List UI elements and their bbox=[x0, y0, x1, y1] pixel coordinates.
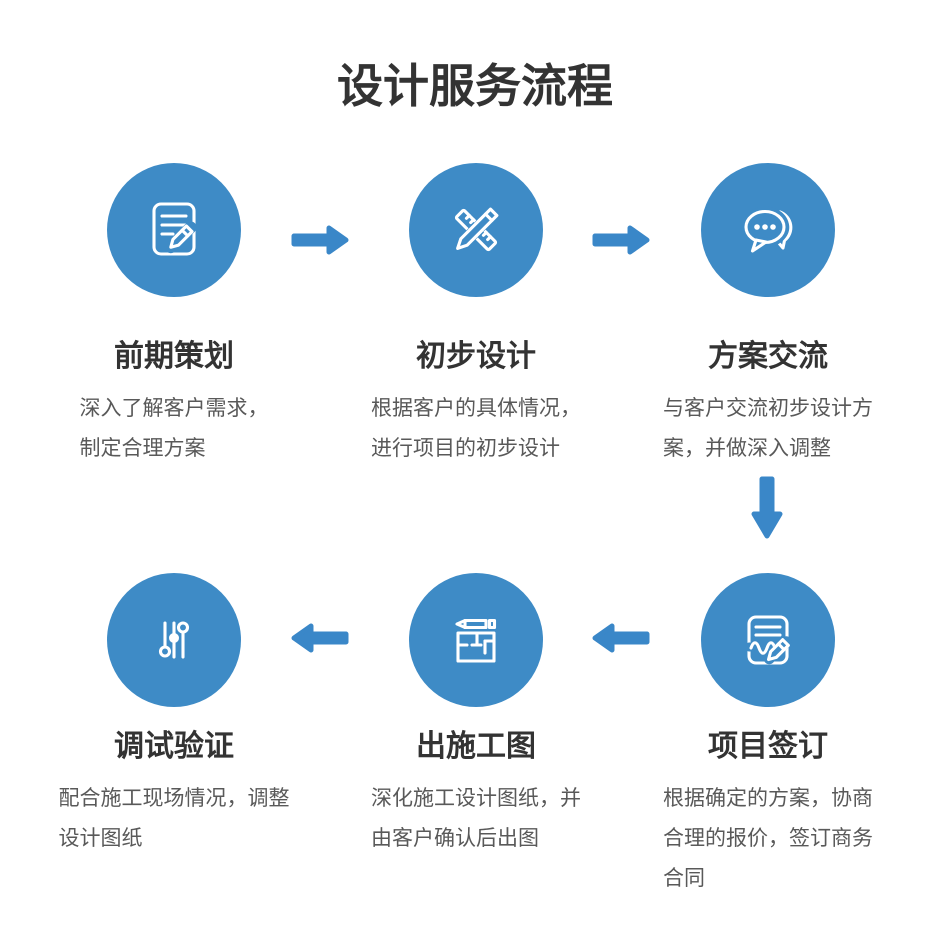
step-card-contract-signing: 项目签订 根据确定的方案，协商 合理的报价，签订商务 合同 bbox=[628, 573, 908, 899]
step-title: 调试验证 bbox=[114, 730, 234, 763]
step-description: 深化施工设计图纸，并 由客户确认后出图 bbox=[371, 787, 581, 850]
step-card-planning: 前期策划 深入了解客户需求， 制定合理方案 bbox=[34, 163, 314, 469]
step-title: 项目签订 bbox=[708, 730, 828, 763]
step-circle-preliminary-design bbox=[409, 163, 543, 297]
arrow-right-icon bbox=[592, 225, 650, 255]
arrow-right-icon bbox=[291, 225, 349, 255]
step-title: 出施工图 bbox=[416, 730, 536, 763]
step-circle-plan-discussion bbox=[701, 163, 835, 297]
step-title: 前期策划 bbox=[114, 340, 234, 373]
step-card-construction-drawings: 出施工图 深化施工设计图纸，并 由客户确认后出图 bbox=[336, 573, 616, 859]
arrow-down-icon bbox=[751, 476, 783, 539]
step-card-preliminary-design: 初步设计 根据客户的具体情况， 进行项目的初步设计 bbox=[336, 163, 616, 469]
sliders-icon bbox=[158, 621, 190, 659]
step-card-debug-verification: 调试验证 配合施工现场情况，调整 设计图纸 bbox=[34, 573, 314, 859]
step-circle-contract-signing bbox=[701, 573, 835, 707]
step-circle-planning bbox=[107, 163, 241, 297]
step-title: 初步设计 bbox=[416, 340, 536, 373]
step-description: 根据确定的方案，协商 合理的报价，签订商务 合同 bbox=[663, 787, 873, 890]
arrow-left-icon bbox=[592, 623, 650, 653]
step-description: 配合施工现场情况，调整 设计图纸 bbox=[58, 787, 290, 850]
step-description: 深入了解客户需求， 制定合理方案 bbox=[79, 397, 269, 460]
ruler-pencil-icon bbox=[451, 204, 502, 255]
contract-signature-icon bbox=[744, 615, 792, 665]
step-card-plan-discussion: 方案交流 与客户交流初步设计方 案，并做深入调整 bbox=[628, 163, 908, 469]
arrow-left-icon bbox=[291, 623, 349, 653]
page-title: 设计服务流程 bbox=[337, 60, 613, 112]
chat-bubbles-icon bbox=[741, 206, 793, 253]
step-description: 根据客户的具体情况， 进行项目的初步设计 bbox=[371, 397, 581, 460]
step-circle-construction-drawings bbox=[409, 573, 543, 707]
step-description: 与客户交流初步设计方 案，并做深入调整 bbox=[663, 397, 873, 460]
document-pencil-icon bbox=[152, 202, 197, 256]
step-circle-debug-verification bbox=[107, 573, 241, 707]
floor-plan-pencil-icon bbox=[455, 618, 497, 663]
step-title: 方案交流 bbox=[708, 340, 828, 373]
